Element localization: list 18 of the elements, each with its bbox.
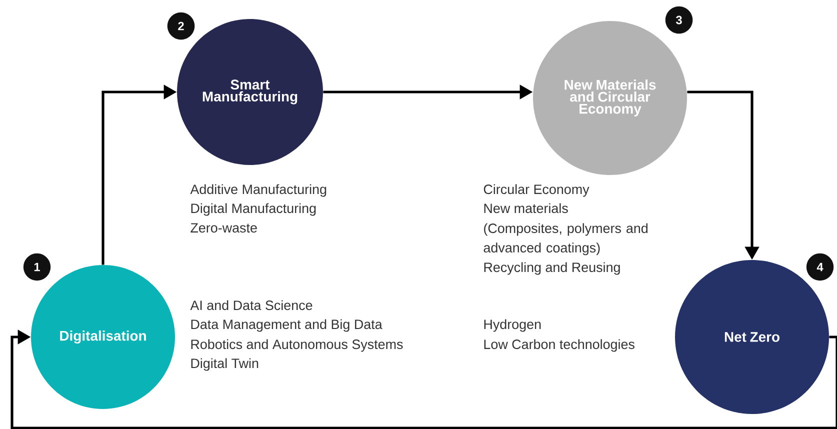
list-item: Digital Manufacturing — [191, 203, 316, 216]
list-item: Robotics and Autonomous Systems — [191, 339, 403, 352]
number-badge: 1 — [23, 253, 51, 281]
list-item: AI and Data Science — [190, 300, 312, 310]
list-item: Low Carbon technologies — [484, 339, 634, 352]
number-badge: 2 — [167, 12, 195, 40]
list-item: Data Management and Big Data — [191, 319, 382, 332]
list-item: Hydrogen — [484, 319, 541, 332]
list-item: Additive Manufacturing — [190, 184, 326, 197]
number-badge: 3 — [665, 6, 693, 34]
list-item: (Composites, polymers and advanced coatings) — [484, 223, 648, 256]
arrow — [10, 330, 837, 429]
list-item: Recycling and Reusing — [484, 262, 620, 275]
list-item: New materials — [484, 203, 568, 214]
number-badge: 4 — [806, 253, 834, 281]
list-item: Digital Twin — [191, 358, 258, 371]
list-item: Circular Economy — [484, 184, 590, 197]
list-item: Zero-waste — [190, 223, 257, 233]
